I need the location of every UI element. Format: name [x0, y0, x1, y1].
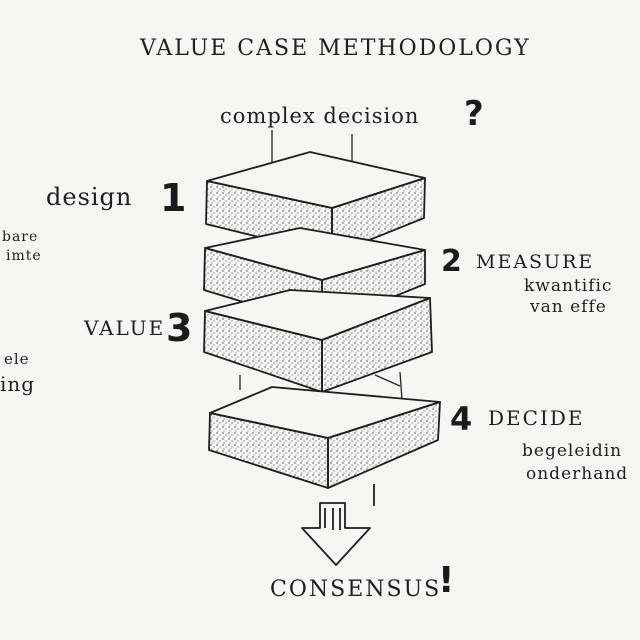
layer-block-3 [203, 289, 433, 393]
step-4-number: 4 [450, 400, 473, 438]
left-fragment-2: imte [6, 248, 42, 264]
exclamation-mark: ! [438, 560, 455, 601]
step-4-note-2: onderhand [526, 464, 629, 484]
step-1-number: 1 [160, 176, 187, 220]
step-3-number: 3 [166, 306, 193, 350]
step-1-label: design [46, 183, 133, 211]
step-2-number: 2 [441, 244, 462, 279]
result-label: CONSENSUS [270, 577, 442, 602]
middle-connector-lines [239, 371, 403, 401]
step-2-note: kwantific [524, 276, 613, 296]
top-label: complex decision [220, 104, 420, 128]
step-4-label: DECIDE [488, 406, 585, 430]
question-mark: ? [464, 94, 484, 134]
layer-block-4 [208, 386, 441, 489]
step-2-label: MEASURE [476, 251, 595, 273]
down-arrow [301, 484, 375, 566]
diagram-title: VALUE CASE METHODOLOGY [140, 36, 531, 61]
step-3-label: VALUE [84, 316, 166, 340]
left-fragment-4: ing [0, 372, 36, 396]
step-4-note: begeleidin [522, 441, 623, 461]
left-fragment-3: ele [4, 350, 30, 368]
step-2-note-2: van effe [530, 297, 607, 317]
left-fragment-1: bare [2, 229, 39, 245]
